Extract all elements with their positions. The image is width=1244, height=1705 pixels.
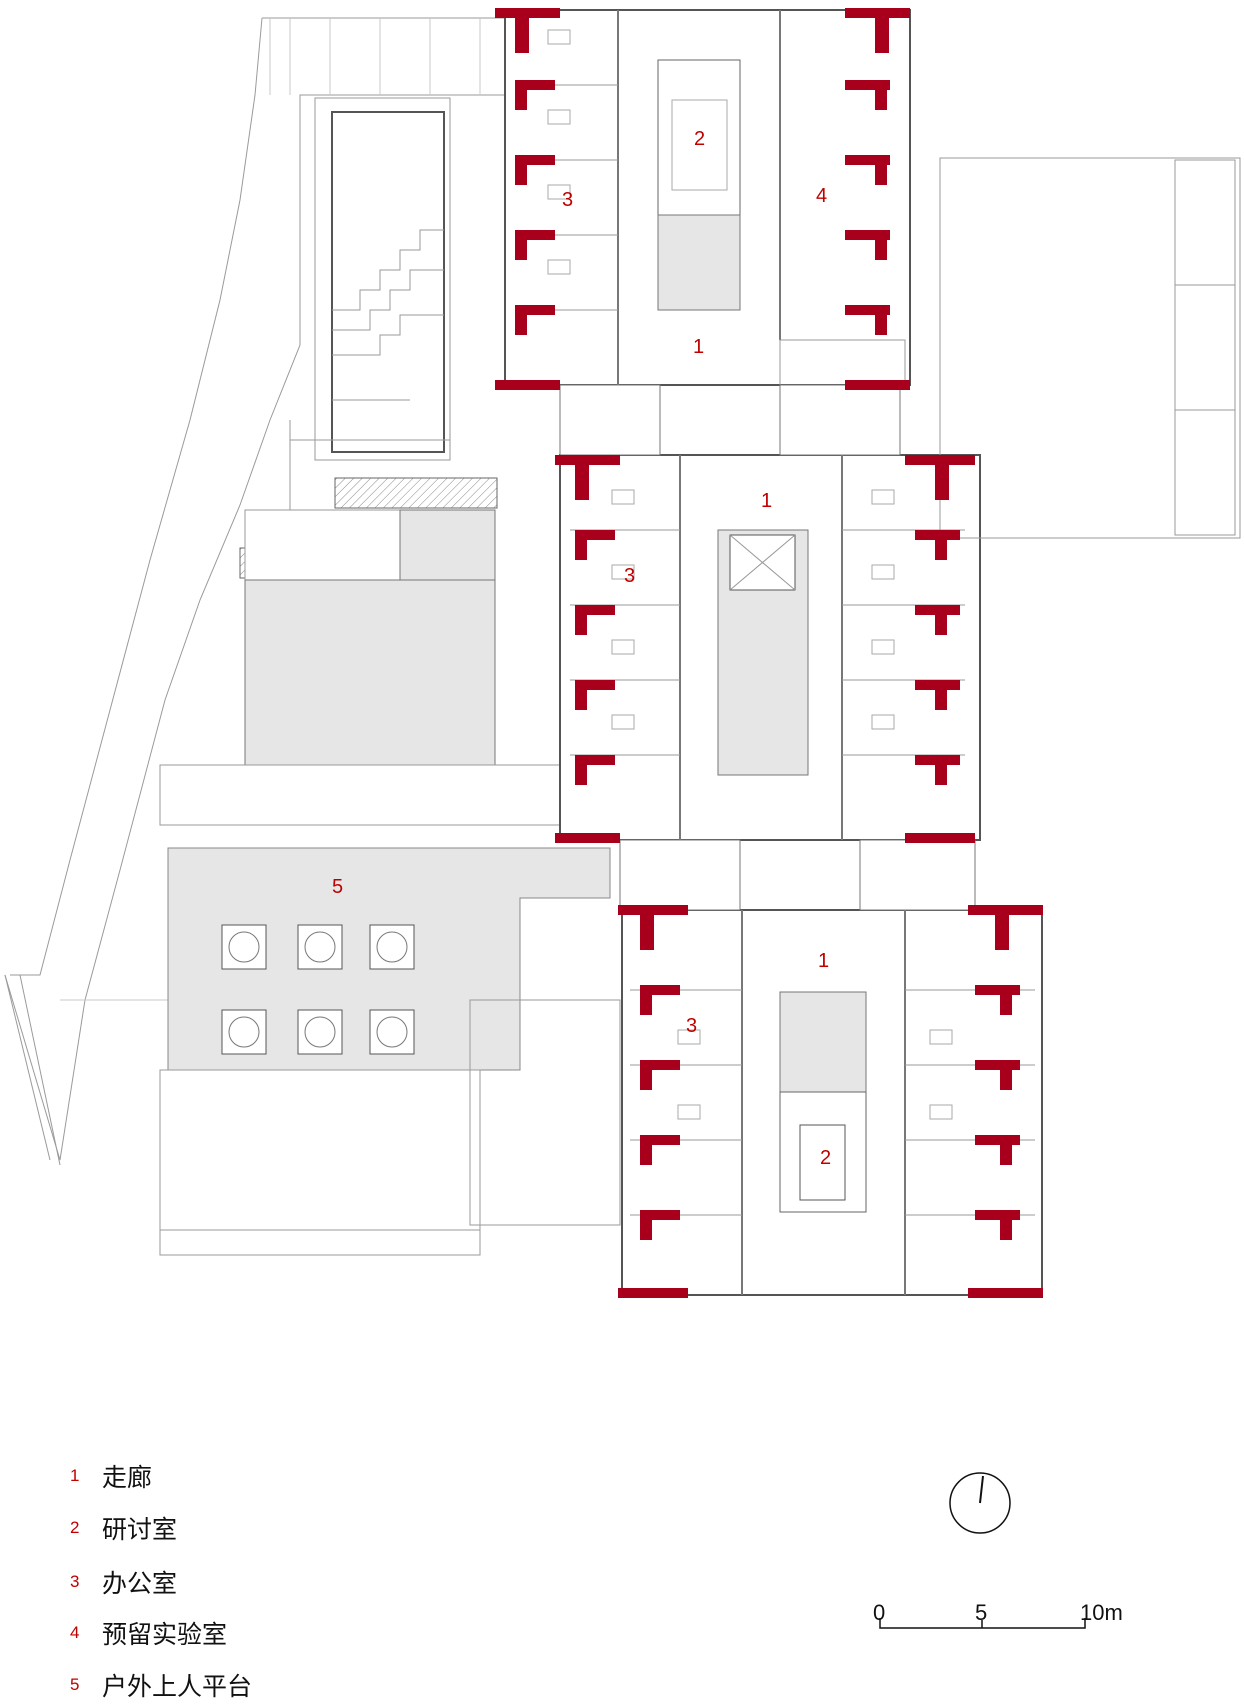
south-wing bbox=[621, 909, 1043, 1296]
scale-label-5: 5 bbox=[975, 1600, 988, 1625]
legend-label: 预留实验室 bbox=[102, 1620, 228, 1649]
legend-item: 5 户外上人平台 bbox=[70, 1665, 252, 1705]
legend-number: 5 bbox=[70, 1675, 80, 1694]
legend-label: 走廊 bbox=[102, 1463, 153, 1492]
room-label-seminar-north: 2 bbox=[694, 128, 706, 150]
legend-label: 户外上人平台 bbox=[102, 1672, 253, 1701]
room-label-office-north: 3 bbox=[562, 189, 574, 211]
scale-bar bbox=[879, 1618, 1086, 1629]
scale-label-0: 0 bbox=[873, 1600, 886, 1625]
middle-wing bbox=[559, 454, 981, 841]
outdoor-terrace bbox=[159, 764, 621, 1256]
legend-item: 1 走廊 bbox=[70, 1456, 152, 1496]
room-label-office-middle: 3 bbox=[624, 565, 636, 587]
legend-item: 2 研讨室 bbox=[70, 1508, 177, 1548]
courtyard-void bbox=[239, 477, 498, 766]
scale-label-10m: 10m bbox=[1080, 1600, 1123, 1625]
legend-number: 1 bbox=[70, 1466, 80, 1485]
room-label-seminar-south: 2 bbox=[820, 1147, 832, 1169]
legend-label: 办公室 bbox=[102, 1569, 178, 1598]
legend-number: 3 bbox=[70, 1572, 80, 1591]
room-label-corridor-south: 1 bbox=[818, 950, 830, 972]
legend-number: 4 bbox=[70, 1623, 80, 1642]
east-balcony bbox=[939, 157, 1241, 539]
room-label-office-south: 3 bbox=[686, 1015, 698, 1037]
legend-number: 2 bbox=[70, 1518, 80, 1537]
room-label-corridor-middle: 1 bbox=[761, 490, 773, 512]
room-label-corridor-north: 1 bbox=[693, 336, 705, 358]
stair-block bbox=[289, 97, 451, 700]
legend-label: 研讨室 bbox=[102, 1515, 178, 1544]
furniture bbox=[547, 29, 953, 1120]
north-wing bbox=[504, 9, 911, 386]
wing-connectors bbox=[559, 384, 976, 911]
room-label-terrace: 5 bbox=[332, 876, 344, 898]
room-label-lab-reserved: 4 bbox=[816, 185, 828, 207]
legend-item: 3 办公室 bbox=[70, 1562, 177, 1602]
north-arrow-icon bbox=[949, 1472, 1011, 1534]
accent-walls bbox=[495, 8, 1043, 1298]
legend-item: 4 预留实验室 bbox=[70, 1613, 227, 1653]
